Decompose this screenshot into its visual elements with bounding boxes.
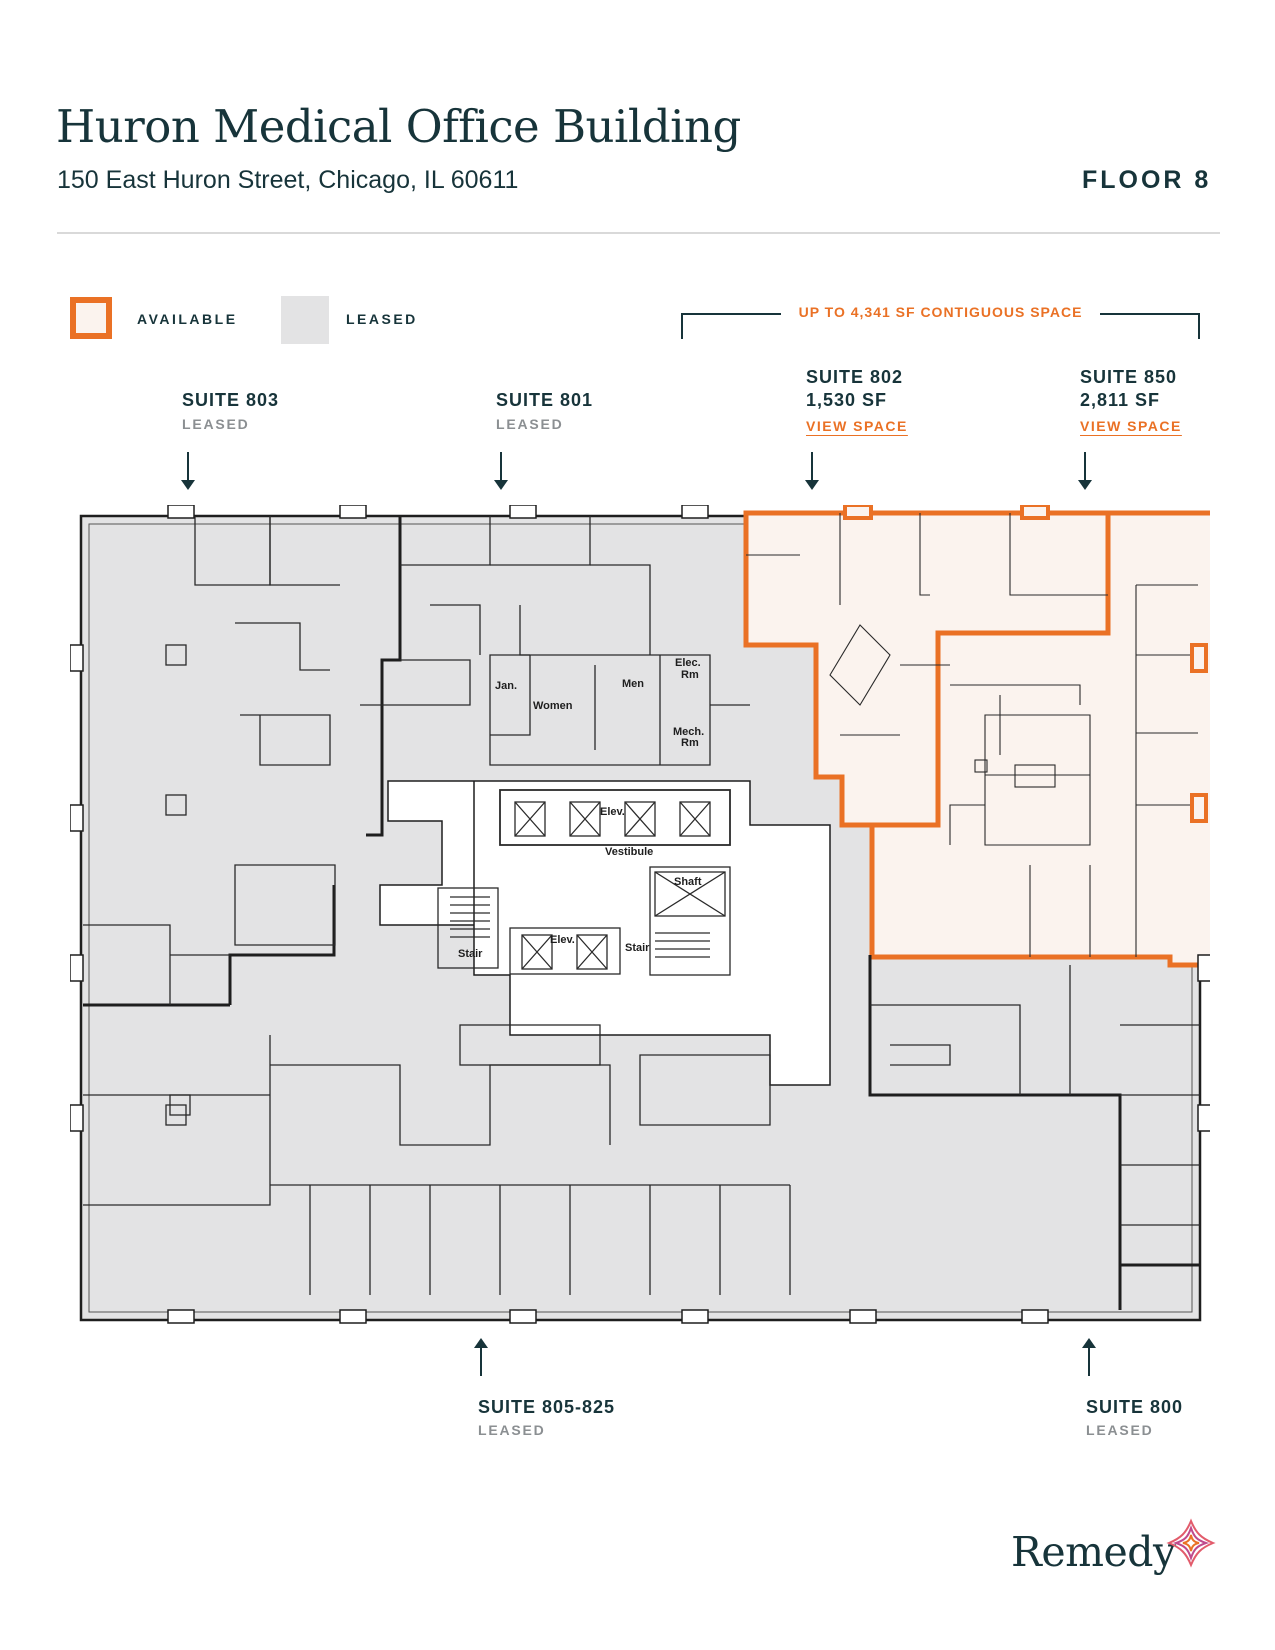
- contiguous-space-label: UP TO 4,341 SF CONTIGUOUS SPACE: [780, 304, 1101, 320]
- room-label-shaft: Shaft: [674, 876, 702, 888]
- suite-802-name: SUITE 802: [806, 367, 904, 387]
- suite-805-825-status: LEASED: [478, 1422, 546, 1438]
- building-address: 150 East Huron Street, Chicago, IL 60611: [57, 166, 519, 194]
- room-label-stair-2: Stair: [625, 942, 650, 954]
- floor-label: FLOOR 8: [1082, 166, 1212, 194]
- room-label-men: Men: [622, 678, 644, 690]
- suite-850-arrow-icon: [1078, 452, 1092, 490]
- suite-800-arrow-icon: [1082, 1338, 1096, 1376]
- suite-850-name: SUITE 850: [1080, 367, 1178, 387]
- contiguous-space-bracket: UP TO 4,341 SF CONTIGUOUS SPACE: [681, 304, 1200, 343]
- header-divider: [57, 232, 1220, 234]
- suite-803-status: LEASED: [182, 416, 250, 432]
- suite-850-view-space-link[interactable]: VIEW SPACE: [1080, 418, 1182, 434]
- room-label-stair-1: Stair: [458, 948, 483, 960]
- suite-850-area: [869, 510, 1210, 968]
- room-label-elevator-2: Elev.: [550, 934, 575, 946]
- suite-803-name: SUITE 803: [182, 390, 280, 410]
- legend-available-swatch: [70, 297, 112, 339]
- room-label-women: Women: [533, 700, 573, 712]
- remedy-logo-icon: [1166, 1518, 1216, 1568]
- suite-801-name: SUITE 801: [496, 390, 594, 410]
- suite-802-view-space-link[interactable]: VIEW SPACE: [806, 418, 908, 434]
- suite-803-arrow-icon: [181, 452, 195, 490]
- suite-801-status: LEASED: [496, 416, 564, 432]
- suite-802-arrow-icon: [805, 452, 819, 490]
- suite-850-size: 2,811 SF: [1080, 390, 1161, 410]
- legend-leased-swatch: [281, 296, 329, 344]
- suite-801-arrow-icon: [494, 452, 508, 490]
- suite-805-825-arrow-icon: [474, 1338, 488, 1376]
- room-label-janitor: Jan.: [495, 680, 517, 692]
- room-label-elec: Elec.: [675, 657, 701, 669]
- suite-802-size: 1,530 SF: [806, 390, 888, 410]
- room-label-vestibule: Vestibule: [605, 846, 653, 858]
- page-title: Huron Medical Office Building: [56, 100, 741, 153]
- legend-available-label: AVAILABLE: [137, 311, 238, 327]
- suite-800-status: LEASED: [1086, 1422, 1154, 1438]
- suite-805-825-name: SUITE 805-825: [478, 1397, 616, 1417]
- remedy-logo-text: Remedy: [1011, 1528, 1176, 1576]
- legend-leased-label: LEASED: [346, 311, 418, 327]
- room-label-mech: Mech.: [673, 726, 704, 738]
- room-label-mech-rm: Rm: [681, 737, 699, 749]
- room-label-elec-rm: Rm: [681, 669, 699, 681]
- suite-800-name: SUITE 800: [1086, 1397, 1184, 1417]
- room-label-elevator: Elev.: [600, 806, 625, 818]
- floor-plan: Elec. Rm Mech. Rm Jan. Men Women Elev. V…: [70, 505, 1210, 1324]
